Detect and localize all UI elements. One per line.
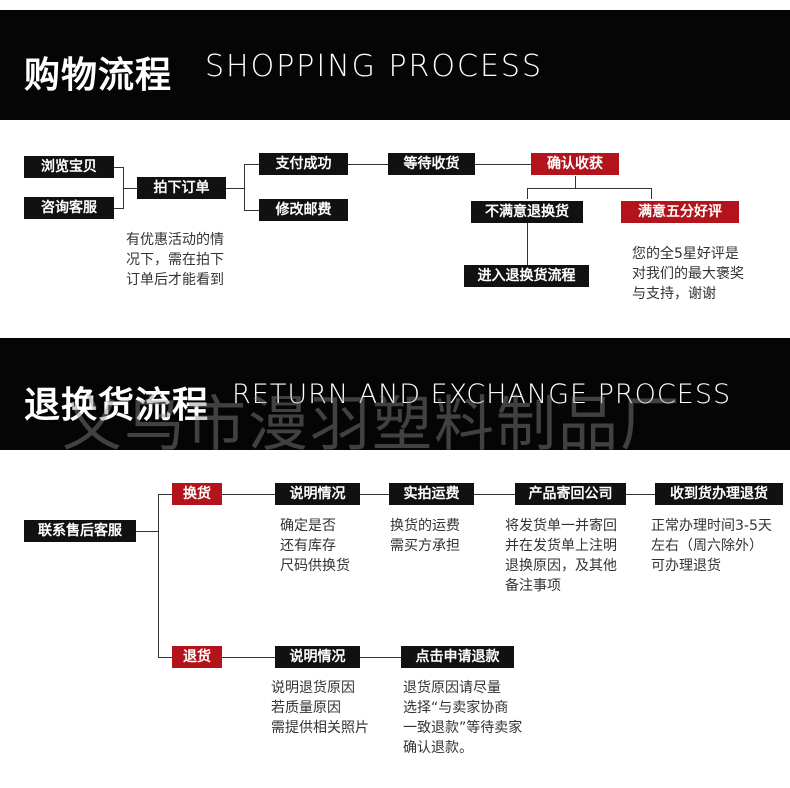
consult-box: 咨询客服 [24, 197, 114, 219]
connector [360, 657, 401, 658]
returns-title-zh: 退换货流程 [24, 385, 210, 426]
shopping-title-en: SHOPPING PROCESS [205, 49, 544, 84]
connector [527, 188, 651, 189]
connector [158, 494, 172, 495]
connector [244, 164, 245, 211]
connector [475, 164, 531, 165]
exchange-step-send-back: 产品寄回公司 [515, 483, 626, 505]
connector [158, 494, 159, 657]
order-note: 有优惠活动的情 况下，需在拍下 订单后才能看到 [126, 232, 224, 288]
praise-note: 您的全5星好评是 对我们的最大褒奖 与支持，谢谢 [632, 246, 744, 302]
connector [527, 223, 528, 265]
connector [360, 494, 389, 495]
modify-postage-box: 修改邮费 [259, 199, 348, 221]
connector [626, 494, 655, 495]
place-order-box: 拍下订单 [137, 177, 226, 199]
return-step-explain-note: 说明退货原因 若质量原因 需提供相关照片 [271, 680, 369, 736]
return-step-refund-note: 退货原因请尽量 选择“与卖家协商 一致退款”等待卖家 确认退款。 [403, 680, 523, 756]
exchange-step-receive: 收到货办理退货 [655, 483, 783, 505]
wait-delivery-box: 等待收货 [388, 153, 475, 175]
connector [114, 167, 124, 168]
contact-service-box: 联系售后客服 [24, 520, 136, 542]
connector [575, 176, 576, 188]
exchange-step-explain: 说明情况 [275, 483, 360, 505]
connector [114, 208, 124, 209]
connector [222, 657, 275, 658]
connector [651, 188, 652, 199]
pay-success-box: 支付成功 [259, 153, 348, 175]
connector [123, 188, 137, 189]
connector [158, 657, 172, 658]
exchange-box: 换货 [172, 483, 222, 505]
shopping-title-zh: 购物流程 [24, 55, 173, 96]
connector [527, 188, 528, 199]
exchange-step-send-back-note: 将发货单一并寄回 并在发货单上注明 退换原因，及其他 备注事项 [505, 518, 617, 594]
exchange-step-explain-note: 确定是否 还有库存 尺码供换货 [280, 518, 350, 574]
browse-box: 浏览宝贝 [24, 156, 114, 178]
return-step-refund: 点击申请退款 [401, 646, 514, 668]
unsatisfied-box: 不满意退换货 [471, 201, 583, 223]
connector [474, 494, 515, 495]
returns-banner: 退换货流程 RETURN AND EXCHANGE PROCESS [0, 338, 790, 450]
connector [136, 531, 158, 532]
exchange-step-shipping-note: 换货的运费 需买方承担 [390, 518, 460, 554]
exchange-step-receive-note: 正常办理时间3-5天 左右（周六除外） 可办理退货 [651, 518, 772, 574]
connector [244, 164, 259, 165]
connector [348, 164, 388, 165]
connector [244, 210, 259, 211]
return-step-explain: 说明情况 [275, 646, 360, 668]
connector [226, 188, 244, 189]
shopping-banner: 购物流程 SHOPPING PROCESS [0, 10, 790, 120]
confirm-receipt-box: 确认收获 [531, 153, 619, 175]
exchange-step-shipping: 实拍运费 [389, 483, 474, 505]
connector [222, 494, 275, 495]
return-box: 退货 [172, 646, 222, 668]
satisfied-box: 满意五分好评 [621, 201, 739, 223]
enter-return-box: 进入退换货流程 [464, 265, 589, 287]
returns-title-en: RETURN AND EXCHANGE PROCESS [232, 379, 732, 410]
